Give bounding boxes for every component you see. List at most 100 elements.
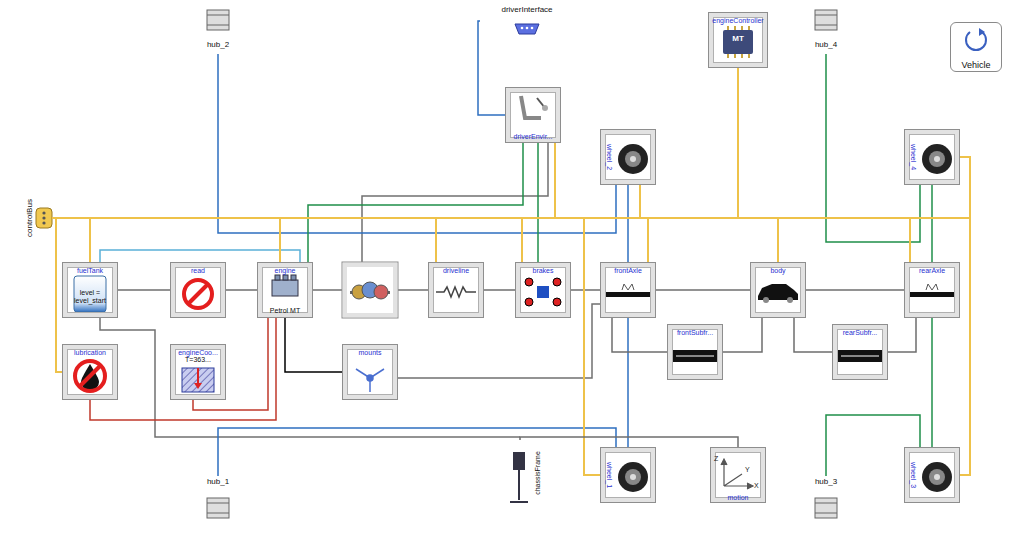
interface-connector bbox=[526, 27, 529, 30]
axes-icon bbox=[724, 462, 750, 486]
engine-icon bbox=[272, 280, 298, 296]
engine-icon bbox=[283, 275, 288, 280]
component-box: rearSubfr... bbox=[832, 324, 888, 380]
frame-fixture bbox=[510, 501, 528, 503]
interface-connector bbox=[515, 24, 539, 34]
axis-letter: X bbox=[754, 482, 759, 489]
component-box: frontSubfr... bbox=[667, 324, 723, 380]
component-label: motion bbox=[727, 494, 748, 501]
connection-wire bbox=[826, 415, 920, 476]
fuel-tank-icon bbox=[74, 276, 106, 312]
vehicle-icon bbox=[966, 32, 986, 50]
component-label: frontAxle bbox=[614, 267, 642, 274]
spring-icon bbox=[436, 287, 476, 297]
connection-wire bbox=[52, 218, 90, 262]
component-box: driverEnvir... bbox=[505, 87, 561, 143]
component-label: body bbox=[770, 267, 785, 274]
component-box: rearAxle bbox=[904, 262, 960, 318]
lubrication-icon bbox=[75, 361, 105, 391]
component-label: level = bbox=[80, 289, 100, 296]
subframe-icon bbox=[673, 350, 717, 362]
cooling-icon bbox=[194, 383, 202, 389]
wheel-icon bbox=[618, 144, 952, 492]
disabled-sign bbox=[184, 280, 212, 308]
controller-chip bbox=[728, 26, 749, 58]
disabled-sign bbox=[188, 284, 208, 304]
wheel-icon bbox=[922, 144, 952, 174]
wheel-icon bbox=[630, 156, 636, 162]
connection-wire bbox=[571, 289, 600, 291]
connection-wire bbox=[537, 143, 539, 262]
connection-wire bbox=[285, 318, 342, 372]
component-label: wheel_1 bbox=[606, 462, 613, 488]
hub-connector bbox=[815, 15, 837, 25]
connection-wire bbox=[52, 68, 738, 218]
component-label: driverEnvir... bbox=[514, 133, 553, 140]
component-box: wheel_2 bbox=[600, 129, 656, 185]
component-box: wheel_3 bbox=[904, 447, 960, 503]
hub-connector bbox=[815, 503, 837, 513]
subframe-icon bbox=[676, 356, 714, 357]
connection-wire bbox=[218, 54, 616, 233]
connection-wire bbox=[193, 318, 268, 410]
component-box: driverInterface bbox=[480, 4, 574, 38]
connection-wire bbox=[888, 318, 916, 352]
hub-connector bbox=[815, 498, 837, 518]
connection-wire bbox=[627, 185, 629, 262]
interface-connector bbox=[521, 27, 524, 30]
wheel-icon bbox=[618, 144, 648, 174]
interface-connector bbox=[515, 24, 539, 34]
connection-wire bbox=[52, 218, 436, 262]
component-label: fuelTank bbox=[77, 267, 103, 274]
hub-connector bbox=[207, 10, 229, 30]
controller-chip bbox=[723, 26, 753, 58]
component-label: Vehicle bbox=[961, 61, 990, 70]
driver-icon bbox=[542, 105, 548, 111]
wheel-icon bbox=[618, 462, 648, 492]
connection-wire bbox=[931, 185, 933, 262]
layout-wire bbox=[100, 143, 600, 437]
engine-icon bbox=[291, 275, 296, 280]
component-box: driveline bbox=[428, 262, 484, 318]
layout-wire bbox=[362, 143, 548, 262]
subframe-icon bbox=[841, 356, 879, 357]
frame-fixture bbox=[518, 470, 520, 500]
cooling-icon bbox=[182, 368, 214, 392]
component-box: hub_2 bbox=[200, 8, 236, 54]
connection-wire bbox=[806, 289, 904, 291]
component-label: wheel_2 bbox=[606, 144, 613, 170]
component-label: wheel_3 bbox=[910, 462, 917, 488]
controller-chip bbox=[723, 30, 753, 54]
bus-connector bbox=[42, 221, 45, 224]
component-box: frontAxle bbox=[600, 262, 656, 318]
brake-icon bbox=[525, 278, 561, 306]
component-box: wheel_4 bbox=[904, 129, 960, 185]
car-icon bbox=[763, 297, 769, 303]
wheel-icon bbox=[618, 462, 648, 492]
component-label: MT bbox=[732, 35, 744, 43]
connection-wire bbox=[484, 289, 515, 291]
component-box: lubrication bbox=[62, 344, 118, 400]
frame-fixture bbox=[510, 452, 528, 502]
component-label: frontSubfr... bbox=[677, 329, 713, 336]
wheel-icon bbox=[922, 462, 952, 492]
connection-wire bbox=[612, 318, 667, 352]
connection-wire bbox=[118, 289, 170, 291]
spring-icon bbox=[436, 287, 476, 297]
subframe-icon bbox=[673, 350, 882, 362]
connection-wire bbox=[826, 54, 920, 242]
component-box: Vehicle bbox=[950, 22, 1002, 72]
wheel-icon bbox=[625, 469, 641, 485]
bus-connector bbox=[36, 208, 52, 228]
bus-connector bbox=[42, 211, 45, 214]
component-label: hub_3 bbox=[815, 478, 837, 486]
brake-icon bbox=[525, 278, 533, 286]
connection-wire bbox=[100, 250, 300, 262]
hub-connector bbox=[207, 10, 837, 518]
component-box: engineControllerMT bbox=[708, 12, 767, 68]
mounts-icon bbox=[367, 375, 373, 381]
gearbox-box bbox=[342, 262, 398, 318]
wheel-icon bbox=[934, 156, 940, 162]
